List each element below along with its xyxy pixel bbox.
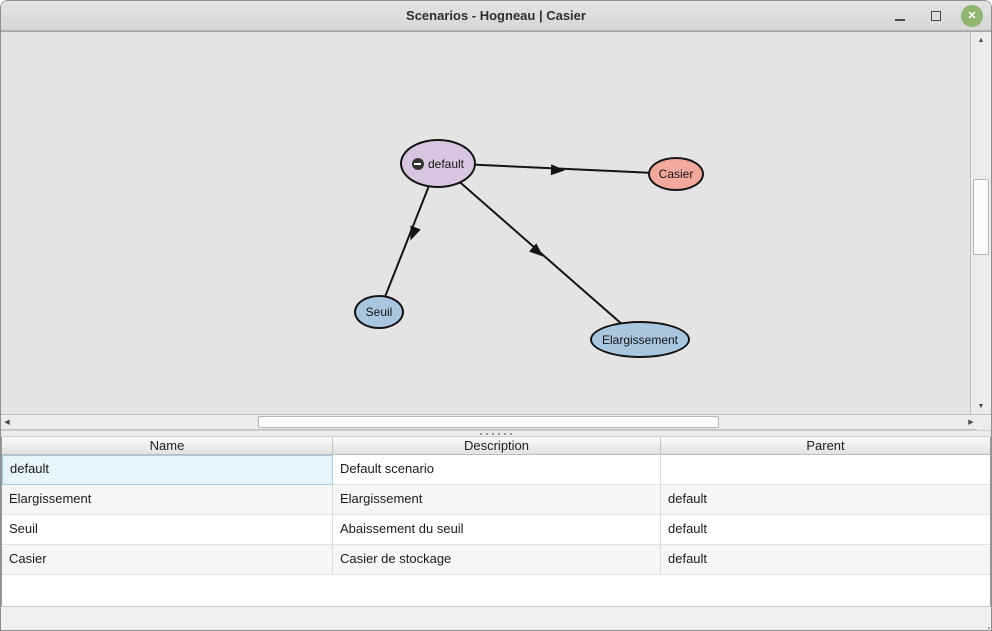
triangle-up-icon: ▲: [977, 36, 985, 44]
cell-description[interactable]: Default scenario: [333, 455, 661, 485]
status-bar: [1, 606, 991, 630]
table-row: Seuil Abaissement du seuil default: [2, 515, 990, 545]
cell-name[interactable]: Elargissement: [2, 485, 333, 515]
graph-node-label: Casier: [658, 167, 694, 181]
graph-node-elargissement[interactable]: Elargissement: [590, 321, 690, 358]
close-button[interactable]: ✕: [961, 5, 983, 27]
vertical-scrollbar-thumb[interactable]: [973, 179, 989, 255]
current-scenario-icon: [411, 157, 424, 170]
graph-edges: [378, 162, 677, 341]
minimize-icon: [895, 19, 905, 21]
horizontal-scrollbar[interactable]: ◀ ▶: [1, 414, 977, 430]
cell-parent[interactable]: default: [661, 545, 990, 575]
graph-node-casier[interactable]: Casier: [648, 157, 704, 191]
table-header-row: Name Description Parent: [2, 437, 990, 455]
maximize-icon: [931, 11, 941, 21]
scenario-table: Name Description Parent default Default …: [1, 437, 991, 607]
triangle-down-icon: ▼: [977, 402, 985, 410]
horizontal-scrollbar-thumb[interactable]: [258, 416, 719, 428]
graph-node-seuil[interactable]: Seuil: [354, 295, 404, 329]
scroll-right-button[interactable]: ▶: [965, 415, 977, 429]
cell-parent[interactable]: default: [661, 515, 990, 545]
cell-name[interactable]: Casier: [2, 545, 333, 575]
graph-node-label: Elargissement: [601, 332, 679, 347]
column-header-parent[interactable]: Parent: [806, 438, 845, 453]
cell-name[interactable]: Seuil: [2, 515, 333, 545]
cell-parent[interactable]: [661, 455, 990, 485]
scroll-up-button[interactable]: ▲: [971, 32, 991, 48]
close-icon: ✕: [967, 9, 977, 22]
vertical-scrollbar[interactable]: ▲ ▼: [970, 31, 991, 414]
scroll-down-button[interactable]: ▼: [971, 398, 991, 414]
cell-description[interactable]: Elargissement: [333, 485, 661, 515]
graph-node-default[interactable]: default: [400, 139, 476, 188]
scroll-left-button[interactable]: ◀: [1, 415, 13, 429]
minimize-button[interactable]: [889, 5, 911, 27]
triangle-left-icon: ◀: [4, 419, 10, 426]
window-title: Scenarios - Hogneau | Casier: [406, 8, 586, 23]
triangle-right-icon: ▶: [968, 419, 974, 426]
column-header-description[interactable]: Description: [333, 437, 661, 454]
maximize-button[interactable]: [925, 5, 947, 27]
splitter-handle[interactable]: [1, 430, 991, 437]
cell-description[interactable]: Abaissement du seuil: [333, 515, 661, 545]
table-row: Elargissement Elargissement default: [2, 485, 990, 515]
titlebar: Scenarios - Hogneau | Casier ✕: [1, 1, 991, 31]
column-header-name[interactable]: Name: [2, 437, 333, 454]
scenario-graph-canvas[interactable]: default Casier Seuil Elargissement: [1, 31, 970, 414]
cell-name-selected[interactable]: default: [2, 455, 333, 485]
cell-description[interactable]: Casier de stockage: [333, 545, 661, 575]
graph-node-label: Seuil: [365, 305, 393, 319]
graph-node-label: default: [427, 156, 465, 171]
table-row: default Default scenario: [2, 455, 990, 485]
table-row: Casier Casier de stockage default: [2, 545, 990, 575]
scrollbar-corner: [977, 414, 991, 430]
window-controls: ✕: [889, 1, 983, 31]
resize-grip-icon[interactable]: [983, 622, 985, 624]
cell-parent[interactable]: default: [661, 485, 990, 515]
